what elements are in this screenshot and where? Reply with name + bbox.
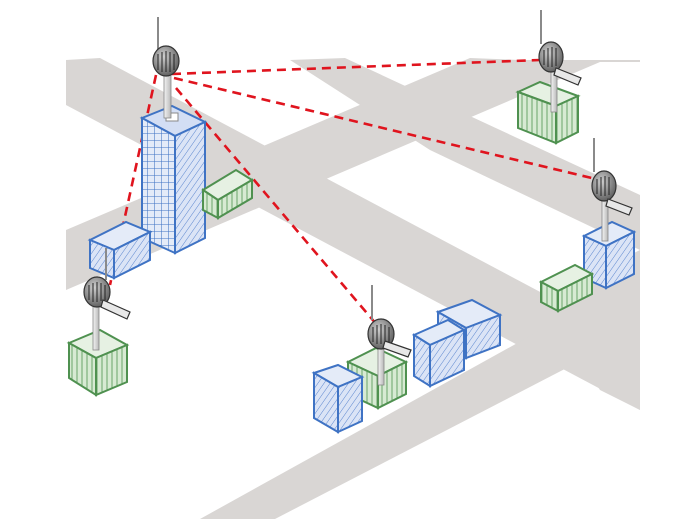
building-green-right — [538, 263, 595, 313]
link-to-node-left — [108, 74, 158, 286]
link-to-node-center — [175, 87, 378, 326]
node-center — [367, 285, 412, 386]
building-green-tower-side — [201, 168, 254, 220]
radio-camera-icon — [591, 170, 617, 202]
radio-camera-icon — [538, 41, 564, 73]
building-green-center — [345, 346, 409, 410]
buildings — [66, 80, 637, 434]
building-blue-center-left — [311, 363, 365, 434]
building-green-top-right — [515, 80, 581, 145]
wireless-links — [108, 58, 601, 326]
building-blue-center-front — [411, 318, 467, 388]
radio-units — [83, 10, 633, 386]
link-to-node-right — [173, 76, 601, 182]
node-top-right — [538, 10, 582, 113]
central-tower-radio — [152, 17, 180, 119]
node-left — [83, 248, 131, 351]
node-right — [591, 138, 633, 242]
building-blue-left — [87, 220, 153, 280]
road-lower-cross — [200, 275, 640, 519]
central-tower-building — [139, 104, 208, 255]
building-green-left — [66, 328, 130, 397]
link-to-node-top-right — [171, 58, 541, 76]
